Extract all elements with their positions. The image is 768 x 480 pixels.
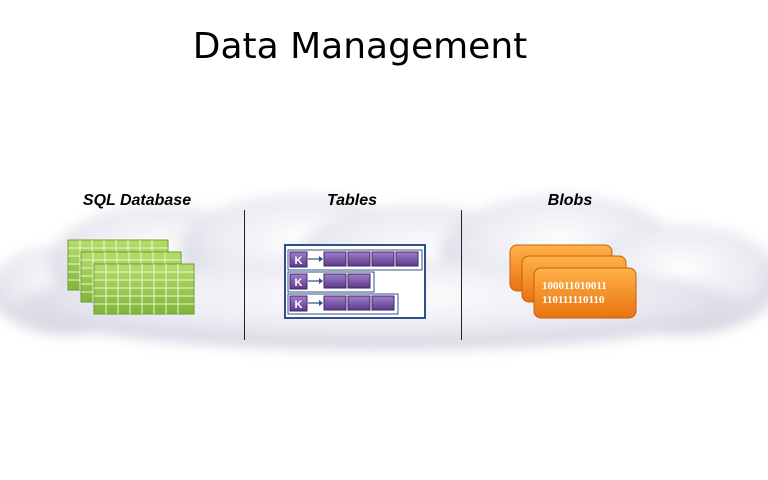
slide-title: Data Management <box>192 26 528 67</box>
divider-left <box>244 210 245 340</box>
sql-database-icon <box>67 239 195 315</box>
blob-binary-line-1: 100011010011 <box>542 280 607 292</box>
svg-text:K: K <box>295 255 303 267</box>
section-label-blobs: Blobs <box>547 192 593 209</box>
section-label-tables: Tables <box>326 192 378 209</box>
svg-text:K: K <box>295 277 303 289</box>
section-label-sql-database: SQL Database <box>82 192 192 209</box>
blobs-icon: 100011010011 110111110110 <box>508 243 638 323</box>
divider-right <box>461 210 462 340</box>
blob-binary-line-2: 110111110110 <box>542 294 605 306</box>
svg-text:K: K <box>295 299 303 311</box>
tables-icon: K K K <box>284 244 426 319</box>
